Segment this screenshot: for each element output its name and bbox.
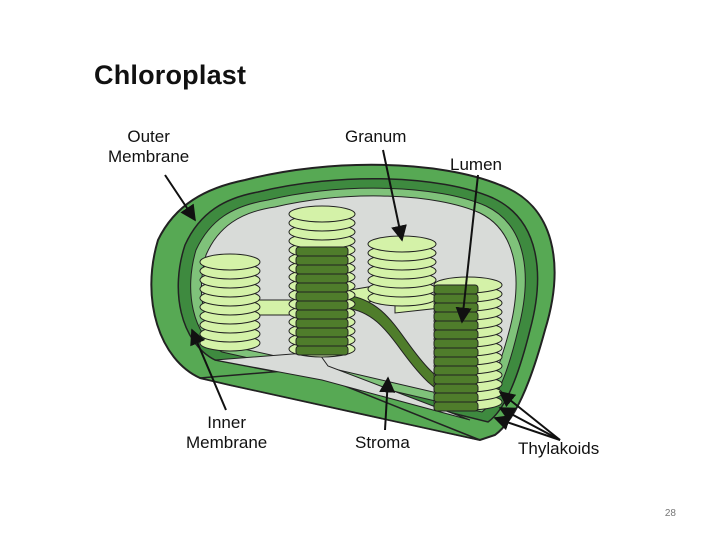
thylakoids-arrow	[493, 415, 561, 441]
thylakoid-disc-cut	[433, 338, 479, 349]
thylakoid-disc-cut	[295, 291, 349, 302]
lumen-text: Lumen	[450, 155, 502, 174]
thylakoid-disc-cut	[295, 264, 349, 275]
thylakoid-disc-cut	[295, 255, 349, 266]
lumen-arrow	[455, 174, 479, 324]
thylakoid-disc-cut	[433, 293, 479, 304]
granum-left	[199, 253, 261, 352]
thylakoid-disc-cut	[295, 345, 349, 356]
outer-membrane-label: Outer Membrane	[108, 127, 189, 167]
thylakoids-arrow	[498, 391, 561, 441]
granum-center	[367, 235, 437, 307]
thylakoids-arrow	[498, 407, 561, 441]
thylakoid-disc-cut	[433, 329, 479, 340]
stroma-label: Stroma	[355, 433, 410, 453]
outer-membrane-arrow	[164, 174, 196, 222]
thylakoid-disc-cut	[433, 311, 479, 322]
lumen-label: Lumen	[450, 155, 502, 175]
granum-center-left-cut	[295, 246, 349, 356]
thylakoid-disc-cut	[295, 282, 349, 293]
thylakoid-disc-cut	[295, 246, 349, 257]
thylakoids-text: Thylakoids	[518, 439, 600, 458]
thylakoid-disc-cut	[433, 392, 479, 403]
thylakoid-disc-cut	[433, 365, 479, 376]
thylakoid-disc-cut	[433, 374, 479, 385]
thylakoid-disc-cut	[295, 327, 349, 338]
thylakoid-disc-cut	[433, 383, 479, 394]
thylakoid-disc-cut	[295, 273, 349, 284]
thylakoid-disc-cut	[433, 284, 479, 295]
thylakoid-disc-cut	[433, 320, 479, 331]
granum-text: Granum	[345, 127, 407, 146]
thylakoid-disc	[288, 205, 356, 223]
thylakoid-disc-cut	[433, 401, 479, 412]
page-title: Chloroplast	[94, 60, 247, 90]
inner-membrane-text: Inner Membrane	[186, 413, 268, 452]
granum-right-cut	[433, 284, 479, 412]
thylakoid-disc-cut	[295, 336, 349, 347]
thylakoid-disc-cut	[433, 356, 479, 367]
thylakoid-disc-cut	[295, 309, 349, 320]
thylakoid-disc-cut	[295, 318, 349, 329]
thylakoid-disc-cut	[433, 302, 479, 313]
thylakoid-disc-cut	[433, 347, 479, 358]
page-number: 28	[664, 508, 676, 519]
thylakoids-label: Thylakoids	[518, 439, 599, 459]
stroma-text: Stroma	[355, 433, 410, 452]
inner-membrane-label: Inner Membrane	[186, 413, 267, 453]
outer-membrane-text: Outer Membrane	[108, 127, 190, 166]
thylakoid-disc-cut	[295, 300, 349, 311]
granum-label: Granum	[345, 127, 406, 147]
stroma-arrow	[379, 376, 396, 431]
inner-membrane-arrow	[190, 328, 227, 411]
granum-arrow	[382, 149, 407, 242]
thylakoid-disc	[199, 253, 261, 271]
